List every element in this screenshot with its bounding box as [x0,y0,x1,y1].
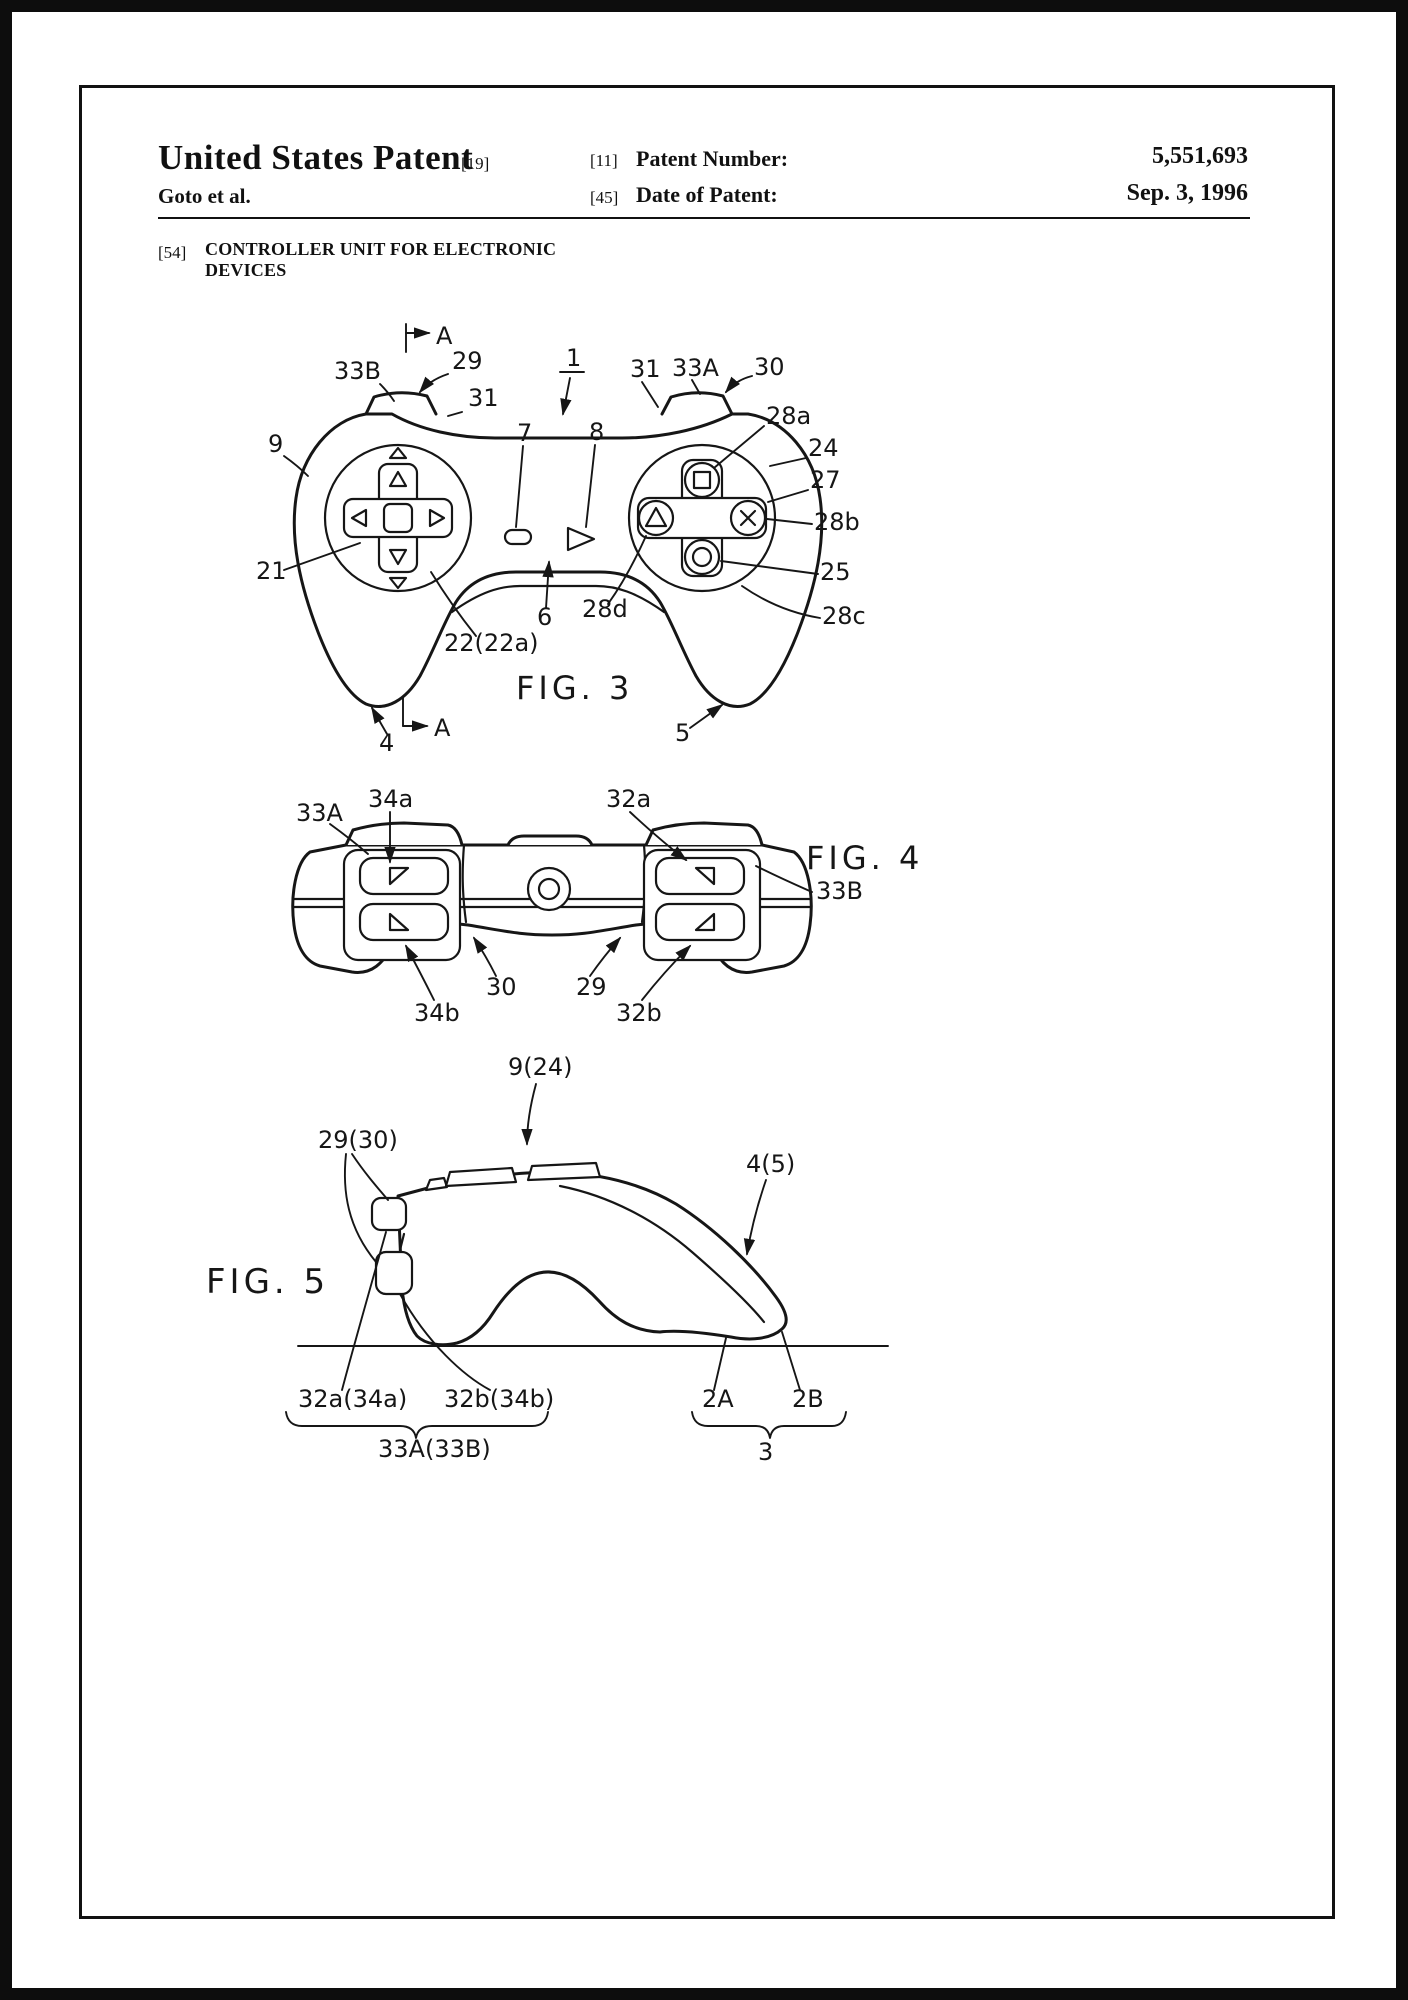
fig4-left-shoulder-block [344,850,460,960]
fig3-label-28a: 28a [766,402,811,430]
fig3-drawing: A A 33B 29 1 31 31 33A 30 9 7 8 28a 24 2… [256,322,866,757]
fig5-shell-seam [560,1186,764,1322]
fig4-label-32b: 32b [616,999,662,1027]
fig3-caption: FIG. 3 [516,669,633,707]
invention-title-line1: CONTROLLER UNIT FOR ELECTRONIC [205,239,557,259]
fig3-label-9: 9 [268,430,283,458]
fig5-leader-lines [342,1084,800,1390]
l2-button [360,904,448,940]
r1-button [656,858,744,894]
fig3-leader-lines [284,372,820,734]
square-button-icon [685,463,719,497]
fig3-label-8: 8 [589,418,604,446]
fig5-label-2B: 2B [792,1385,824,1413]
fig3-label-section-a-bottom: A [434,714,451,742]
fig5-label-29-30: 29(30) [318,1126,398,1154]
title-bracket: [19] [461,154,490,173]
fig5-controller-profile [398,1172,786,1345]
fig4-label-33B: 33B [816,877,863,905]
r2-button [656,904,744,940]
fig5-shoulder-buttons [372,1198,412,1294]
fig4-label-30: 30 [486,973,517,1001]
fig3-label-33B: 33B [334,357,381,385]
fig4-right-shoulder-block [644,850,760,960]
header-rule [158,217,1250,219]
fig3-body-seam [452,586,664,612]
fig4-cable-connector [528,868,570,910]
patent-date-value: Sep. 3, 1996 [1126,180,1248,206]
fig4-caption: FIG. 4 [806,839,923,877]
fig5-braces [286,1412,846,1438]
fig3-label-24: 24 [808,434,839,462]
fig3-label-27: 27 [810,466,841,494]
fig3-select-start-buttons [505,528,594,550]
fig3-label-31-right: 31 [630,355,661,383]
patent-date-label: Date of Patent: [636,182,778,207]
fig4-label-32a: 32a [606,785,651,813]
fig3-action-buttons [629,445,775,591]
fig3-label-1: 1 [566,344,581,372]
fig3-label-33A: 33A [672,354,720,382]
invention-title-line2: DEVICES [205,260,287,280]
fig3-label-29: 29 [452,347,483,375]
fig4-label-34b: 34b [414,999,460,1027]
fig3-label-28b: 28b [814,508,860,536]
fig4-label-29: 29 [576,973,607,1001]
fig4-label-34a: 34a [368,785,413,813]
fig3-label-25: 25 [820,558,851,586]
fig5-label-2A: 2A [702,1385,734,1413]
fig5-caption: FIG. 5 [206,1262,329,1302]
fig3-label-7: 7 [517,419,532,447]
fig3-label-6: 6 [537,603,552,631]
fig4-label-33A: 33A [296,799,344,827]
patent-title: United States Patent [158,138,474,177]
fig3-section-marks [403,324,431,732]
fig4-drawing: 33A 34a 32a 33B 30 29 34b 32b FIG. 4 [270,785,923,1027]
fig3-label-28c: 28c [822,602,866,630]
fig5-label-9-24: 9(24) [508,1053,573,1081]
fig3-label-28d: 28d [582,595,628,623]
fig5-top-buttons [426,1163,600,1190]
fig3-shoulder-buttons [366,393,732,414]
patent-number-bracket: [11] [590,151,618,170]
fig5-label-4-5: 4(5) [746,1150,795,1178]
patent-number-value: 5,551,693 [1152,143,1248,169]
triangle-button-icon [639,501,673,535]
fig3-label-section-a-top: A [436,322,453,350]
x-button-icon [731,501,765,535]
fig3-label-21: 21 [256,557,287,585]
l1-button [360,858,448,894]
fig5-drawing: 9(24) 29(30) 4(5) 32a(34a) 32b(34b) 33A(… [206,1053,900,1466]
fig3-controller-body [294,414,821,706]
fig3-label-30: 30 [754,353,785,381]
fig3-label-4: 4 [379,729,394,757]
fig3-label-31-left: 31 [468,384,499,412]
fig4-top-housings [346,823,762,845]
fig3-label-22: 22(22a) [444,629,539,657]
fig5-label-32a-34a: 32a(34a) [298,1385,407,1413]
patent-date-bracket: [45] [590,188,619,207]
patent-number-label: Patent Number: [636,146,789,171]
circle-button-icon [685,540,719,574]
fig4-leader-lines [330,812,812,1000]
fig3-label-5: 5 [675,719,690,747]
page-border [79,85,1335,1919]
invention-bracket: [54] [158,243,187,262]
fig5-label-32b-34b: 32b(34b) [444,1385,554,1413]
fig5-label-33A-33B: 33A(33B) [378,1435,491,1463]
fig5-label-3: 3 [758,1438,773,1466]
fig3-dpad [325,445,471,591]
patent-authors: Goto et al. [158,184,251,208]
